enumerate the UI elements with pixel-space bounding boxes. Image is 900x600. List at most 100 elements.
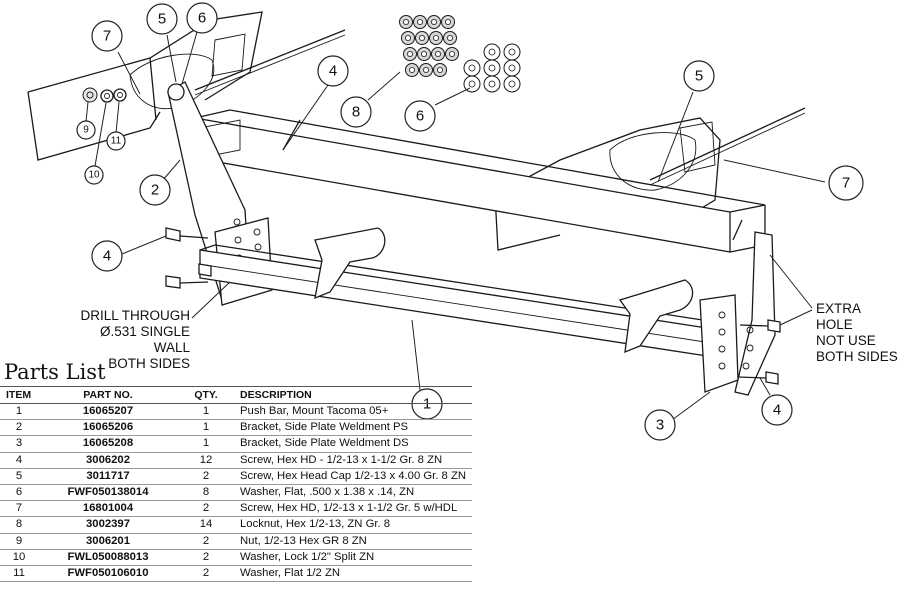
parts-list-title: Parts List — [4, 360, 106, 384]
locknut-icon — [415, 31, 429, 45]
part-number-cell: 3011717 — [38, 468, 178, 485]
svg-text:4: 4 — [773, 402, 781, 419]
svg-text:6: 6 — [198, 10, 206, 27]
item-cell: 11 — [0, 565, 38, 583]
quantity-cell: 1 — [178, 435, 234, 453]
item-cell: 9 — [0, 533, 38, 550]
item-cell: 6 — [0, 484, 38, 502]
parts-list-header-row: ITEM PART NO. QTY. DESCRIPTION — [0, 386, 473, 404]
svg-text:3: 3 — [656, 417, 664, 434]
loose-hardware — [82, 87, 781, 385]
right-side-plate — [699, 231, 776, 396]
locknut-icon — [441, 15, 455, 29]
extra-note-line-1: EXTRA HOLE — [816, 301, 861, 332]
locknut-icon — [405, 63, 419, 77]
quantity-cell: 14 — [178, 516, 234, 534]
part-number-cell: 3006202 — [38, 452, 178, 469]
extra-note-line-2: NOT USE — [816, 333, 876, 348]
header-description: DESCRIPTION — [234, 386, 473, 404]
svg-text:8: 8 — [352, 104, 360, 121]
locknut-icon — [427, 15, 441, 29]
washer-icon — [503, 43, 521, 61]
part-number-cell: FWL050088013 — [38, 549, 178, 566]
drill-note-line-2: Ø.531 SINGLE WALL — [99, 324, 190, 355]
quantity-cell: 12 — [178, 452, 234, 469]
locknut-icon — [403, 47, 417, 61]
drill-note-line-1: DRILL THROUGH — [80, 308, 190, 323]
push-bar — [199, 227, 736, 359]
description-cell: Washer, Lock 1/2" Split ZN — [234, 549, 473, 566]
washer-icon — [483, 75, 501, 93]
locknut-icon — [413, 15, 427, 29]
locknut-icon — [429, 31, 443, 45]
washer-icon — [503, 75, 521, 93]
locknut-icon — [417, 47, 431, 61]
part-number-cell: FWF050138014 — [38, 484, 178, 502]
callout-5-right: 5 — [683, 60, 715, 92]
quantity-cell: 1 — [178, 419, 234, 437]
callout-4-top: 4 — [317, 55, 349, 87]
header-qty: QTY. — [178, 386, 234, 404]
callout-4-left: 4 — [91, 240, 123, 272]
callout-2: 2 — [139, 174, 171, 206]
svg-text:7: 7 — [103, 28, 111, 45]
description-cell: Screw, Hex Head Cap 1/2-13 x 4.00 Gr. 8 … — [234, 468, 473, 485]
washer-group — [463, 43, 521, 93]
cross-tube — [194, 109, 766, 253]
locknut-icon — [433, 63, 447, 77]
description-cell: Screw, Hex HD - 1/2-13 x 1-1/2 Gr. 8 ZN — [234, 452, 473, 469]
part-number-cell: 16065207 — [38, 403, 178, 421]
locknut-icon — [445, 47, 459, 61]
locknut-icon — [431, 47, 445, 61]
callout-9: 9 — [76, 120, 96, 140]
svg-text:4: 4 — [329, 63, 337, 80]
quantity-cell: 2 — [178, 549, 234, 566]
locknut-icon — [401, 31, 415, 45]
callout-8: 8 — [340, 96, 372, 128]
drill-through-note: DRILL THROUGH Ø.531 SINGLE WALL BOTH SID… — [70, 308, 190, 372]
drill-note-line-3: BOTH SIDES — [108, 356, 190, 371]
locknut-icon — [399, 15, 413, 29]
callout-6-left: 6 — [186, 2, 218, 34]
svg-text:5: 5 — [158, 11, 166, 28]
svg-text:9: 9 — [83, 125, 89, 136]
quantity-cell: 1 — [178, 403, 234, 421]
item-cell: 2 — [0, 419, 38, 437]
leader-lines — [85, 31, 826, 421]
item-cell: 8 — [0, 516, 38, 534]
svg-text:5: 5 — [695, 68, 703, 85]
washer-icon — [463, 75, 481, 93]
extra-hole-note: EXTRA HOLE NOT USE BOTH SIDES — [816, 301, 900, 365]
locknut-icon — [419, 63, 433, 77]
part-number-cell: 16065208 — [38, 435, 178, 453]
quantity-cell: 2 — [178, 565, 234, 583]
quantity-cell: 2 — [178, 468, 234, 485]
callout-10: 10 — [84, 165, 104, 185]
part-number-cell: 3006201 — [38, 533, 178, 550]
description-cell: Bracket, Side Plate Weldment PS — [234, 419, 473, 437]
svg-text:7: 7 — [842, 175, 850, 192]
callout-7-left: 7 — [91, 20, 123, 52]
header-item: ITEM — [0, 386, 38, 404]
quantity-cell: 2 — [178, 533, 234, 550]
item-cell: 10 — [0, 549, 38, 566]
washer-icon — [503, 59, 521, 77]
description-cell: Locknut, Hex 1/2-13, ZN Gr. 8 — [234, 516, 473, 534]
part-number-cell: FWF050106010 — [38, 565, 178, 583]
svg-text:11: 11 — [111, 136, 122, 147]
description-cell: Washer, Flat 1/2 ZN — [234, 565, 473, 583]
callout-11: 11 — [106, 131, 126, 151]
item-cell: 7 — [0, 500, 38, 518]
description-cell: Washer, Flat, .500 x 1.38 x .14, ZN — [234, 484, 473, 502]
callout-5-left: 5 — [146, 3, 178, 35]
locknut-icon — [443, 31, 457, 45]
